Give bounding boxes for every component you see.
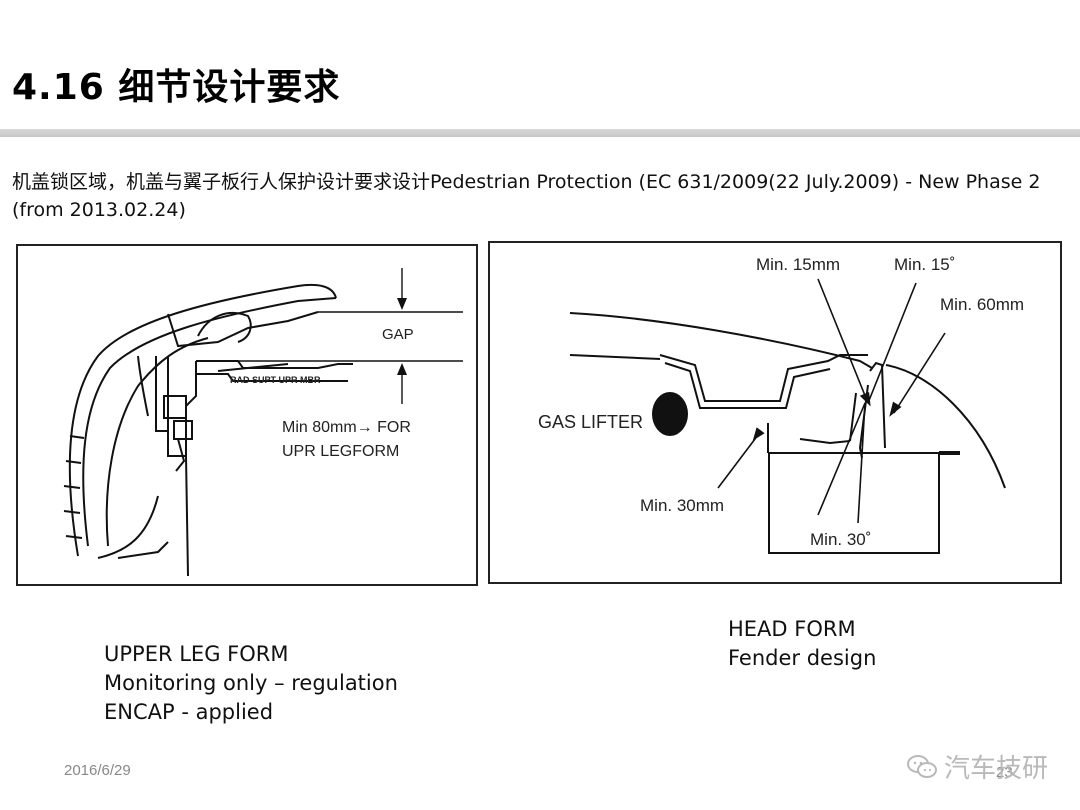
upper-legform-caption: UPPER LEG FORM Monitoring only – regulat…	[104, 640, 398, 727]
watermark-text: 汽车技研	[944, 754, 1049, 784]
min-30mm-label: Min. 30mm	[640, 496, 724, 515]
min-60mm-label: Min. 60mm	[940, 295, 1024, 314]
fender-section-drawing: Min. 15mm Min. 15˚ Min. 60mm GAS LIFTER …	[538, 255, 1024, 554]
upr-legform-note: UPR LEGFORM	[282, 443, 399, 460]
wechat-icon	[907, 754, 937, 778]
min-15mm-label: Min. 15mm	[756, 255, 840, 274]
page-number: 23	[996, 764, 1013, 781]
min-30deg-label: Min. 30˚	[810, 530, 871, 549]
caption-line: Monitoring only – regulation	[104, 671, 398, 695]
caption-line: Fender design	[728, 646, 877, 670]
headform-diagram: Min. 15mm Min. 15˚ Min. 60mm GAS LIFTER …	[488, 241, 1062, 584]
headform-caption: HEAD FORM Fender design	[728, 615, 876, 673]
rad-supt-label: RAD SUPT UPR MBR	[230, 375, 321, 385]
gas-lifter-label: GAS LIFTER	[538, 412, 643, 432]
min-15deg-label: Min. 15˚	[894, 255, 955, 274]
title-divider	[0, 129, 1080, 137]
slide-subtitle: 机盖锁区域，机盖与翼子板行人保护设计要求设计Pedestrian Protect…	[12, 171, 1041, 221]
caption-line: ENCAP - applied	[104, 700, 274, 724]
min80-note: Min 80mm→ FOR	[282, 419, 411, 436]
upper-legform-diagram: GAP RAD SUPT UPR MBR Min 80mm→ FOR UPR L…	[16, 244, 478, 586]
caption-line: HEAD FORM	[728, 617, 856, 641]
slide-date: 2016/6/29	[64, 762, 131, 779]
caption-line: UPPER LEG FORM	[104, 642, 289, 666]
gas-lifter-mark	[652, 392, 688, 436]
watermark: 汽车技研	[906, 748, 1048, 785]
gap-label: GAP	[382, 326, 414, 343]
slide-title: 4.16 细节设计要求	[12, 67, 341, 108]
hood-latch-section-drawing: GAP RAD SUPT UPR MBR Min 80mm→ FOR UPR L…	[63, 268, 463, 577]
